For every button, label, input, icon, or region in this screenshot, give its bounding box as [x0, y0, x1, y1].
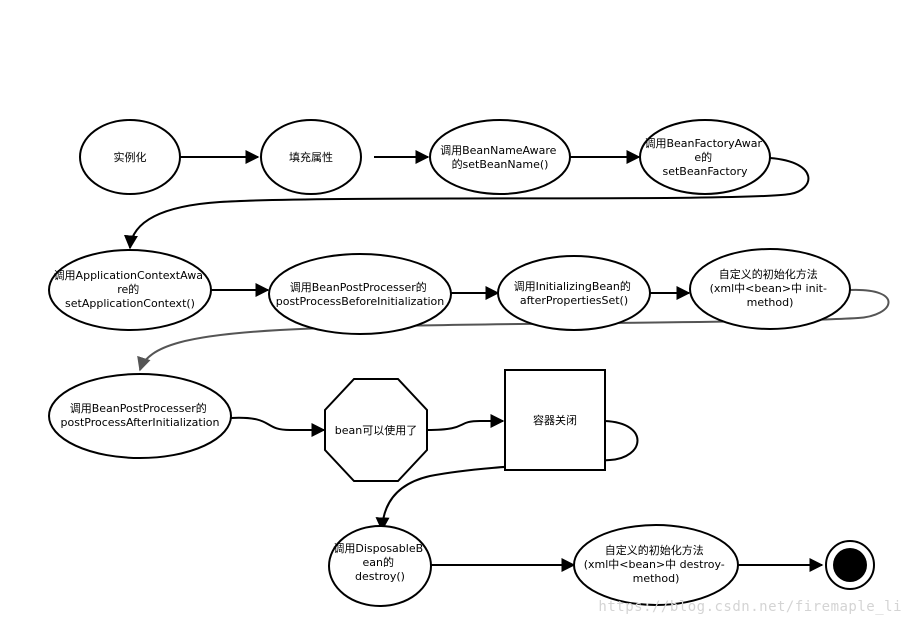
node-custom-destroy-method: 自定义的初始化方法 (xml中<bean>中 destroy- method)	[573, 524, 739, 606]
edge-beanfactoryaware-to-appcontextaware	[124, 157, 810, 250]
node-disposable-bean: 调用DisposableB ean的 destroy()	[328, 525, 432, 607]
node-post-process-after-initialization-label: 调用BeanPostProcesser的 postProcessAfterIni…	[61, 401, 220, 429]
node-bean-factory-aware-label: 调用BeanFactoryAwar e的 setBeanFactory	[644, 137, 765, 178]
node-custom-init-method-label: 自定义的初始化方法 (xml中<bean>中 init- method)	[710, 267, 831, 309]
node-disposable-bean-label: 调用DisposableB ean的 destroy()	[333, 542, 426, 583]
node-container-close: 容器关闭	[504, 369, 606, 471]
node-custom-destroy-method-label: 自定义的初始化方法 (xml中<bean>中 destroy- method)	[584, 543, 729, 585]
edge-beanusable-to-containerclose	[426, 414, 505, 431]
node-bean-usable: bean可以使用了	[324, 378, 428, 482]
node-post-process-after-initialization: 调用BeanPostProcesser的 postProcessAfterIni…	[48, 373, 232, 459]
node-application-context-aware: 调用ApplicationContextAwa re的 setApplicati…	[48, 249, 212, 331]
node-populate-properties: 填充属性	[260, 119, 362, 195]
end-node-inner-dot	[833, 548, 867, 582]
node-post-process-before-initialization-label: 调用BeanPostProcesser的 postProcessBeforeIn…	[276, 280, 445, 308]
node-populate-properties-label: 填充属性	[289, 150, 333, 164]
node-bean-name-aware: 调用BeanNameAware 的setBeanName()	[429, 119, 571, 195]
node-instantiate-label: 实例化	[114, 150, 147, 164]
edge-afterinit-to-beanusable	[230, 416, 326, 437]
node-application-context-aware-label: 调用ApplicationContextAwa re的 setApplicati…	[54, 269, 207, 310]
node-bean-name-aware-label: 调用BeanNameAware 的setBeanName()	[440, 144, 560, 171]
watermark: https://blog.csdn.net/firemaple_li	[598, 599, 902, 615]
node-custom-init-method: 自定义的初始化方法 (xml中<bean>中 init- method)	[689, 248, 851, 330]
edges	[124, 150, 890, 572]
node-initializing-bean: 调用InitializingBean的 afterPropertiesSet()	[497, 255, 651, 331]
node-container-close-label: 容器关闭	[533, 413, 577, 427]
node-initializing-bean-label: 调用InitializingBean的 afterPropertiesSet()	[514, 279, 635, 307]
node-post-process-before-initialization: 调用BeanPostProcesser的 postProcessBeforeIn…	[268, 253, 452, 335]
node-instantiate: 实例化	[79, 119, 181, 195]
node-bean-factory-aware: 调用BeanFactoryAwar e的 setBeanFactory	[639, 119, 771, 195]
node-bean-usable-label: bean可以使用了	[335, 424, 417, 437]
end-node	[825, 540, 875, 590]
